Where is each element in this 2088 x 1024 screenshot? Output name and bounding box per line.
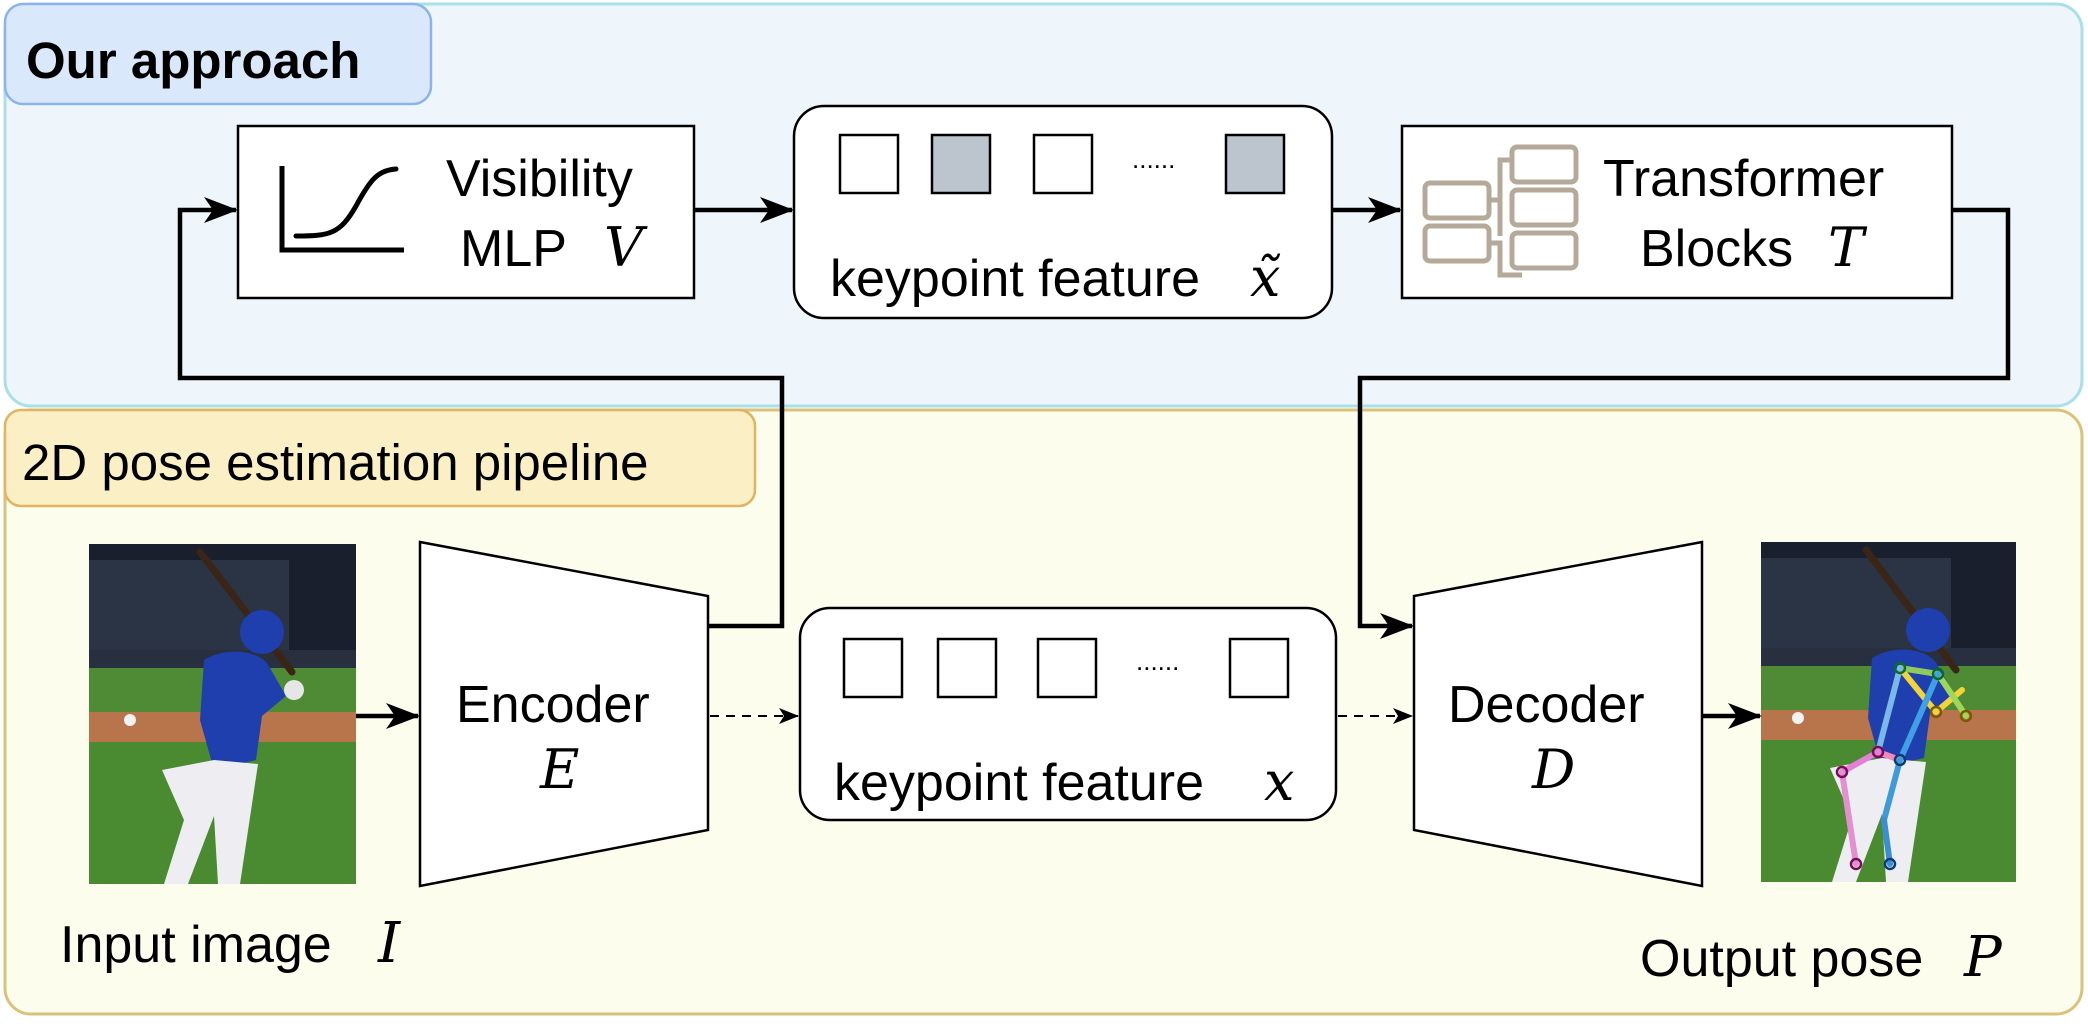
keypoint-feature-tilde-label: keypoint feature [830, 250, 1200, 308]
keypoint-feature-symbol: x [1264, 750, 1294, 813]
pose-joints [1835, 661, 1973, 871]
token-white [1228, 637, 1290, 699]
pipeline-tag [3, 408, 757, 508]
approach-title: Our approach [26, 32, 360, 89]
token-white [1036, 637, 1098, 699]
encoder-symbol: E [539, 738, 579, 801]
output-pose-symbol: P [1963, 925, 2003, 990]
transformer-blocks-icon [1422, 144, 1579, 278]
encoder-label: Encoder [456, 676, 650, 734]
token-white [936, 637, 998, 699]
pose-skeleton [1839, 665, 1969, 867]
token-white [838, 133, 900, 195]
input-image [89, 544, 356, 884]
arrow-transformer-to-decoder [1357, 207, 2011, 639]
transformer-line1: Transformer [1603, 150, 1884, 208]
decoder-label: Decoder [1448, 676, 1645, 734]
input-image-label: Input image [60, 916, 332, 974]
token-white [1032, 133, 1094, 195]
visibility-mlp-line1: Visibility [446, 150, 633, 208]
keypoint-feature-tilde-symbol: x̃ [1250, 246, 1281, 309]
visibility-mlp-symbol: V [604, 216, 648, 279]
token-ellipsis: ...... [1132, 144, 1175, 174]
token-grey [930, 133, 992, 195]
pipeline-title: 2D pose estimation pipeline [22, 434, 649, 491]
input-image-symbol: I [377, 911, 402, 976]
keypoint-feature-tilde-block: ...... keypoint feature x̃ [792, 104, 1334, 320]
token-grey [1224, 133, 1286, 195]
decoder-block: Decoder D [1412, 540, 1704, 888]
visibility-mlp-block: Visibility MLP V [236, 124, 696, 300]
transformer-symbol: T [1828, 216, 1868, 279]
keypoint-feature-label: keypoint feature [834, 754, 1204, 812]
token-ellipsis: ...... [1136, 646, 1179, 676]
output-pose-label: Output pose [1640, 930, 1923, 988]
approach-tag [3, 2, 433, 106]
arrow-encoder-to-mlp [177, 197, 785, 629]
decoder-symbol: D [1531, 738, 1575, 801]
transformer-line2: Blocks [1640, 220, 1793, 278]
sigmoid-curve-icon [279, 166, 404, 253]
output-image [1761, 542, 2016, 882]
token-white [842, 637, 904, 699]
connectors [177, 197, 2011, 729]
keypoint-feature-block: ...... keypoint feature x [798, 606, 1338, 822]
encoder-block: Encoder E [418, 540, 710, 888]
transformer-block: Transformer Blocks T [1400, 124, 1954, 300]
visibility-mlp-line2: MLP [460, 220, 567, 278]
